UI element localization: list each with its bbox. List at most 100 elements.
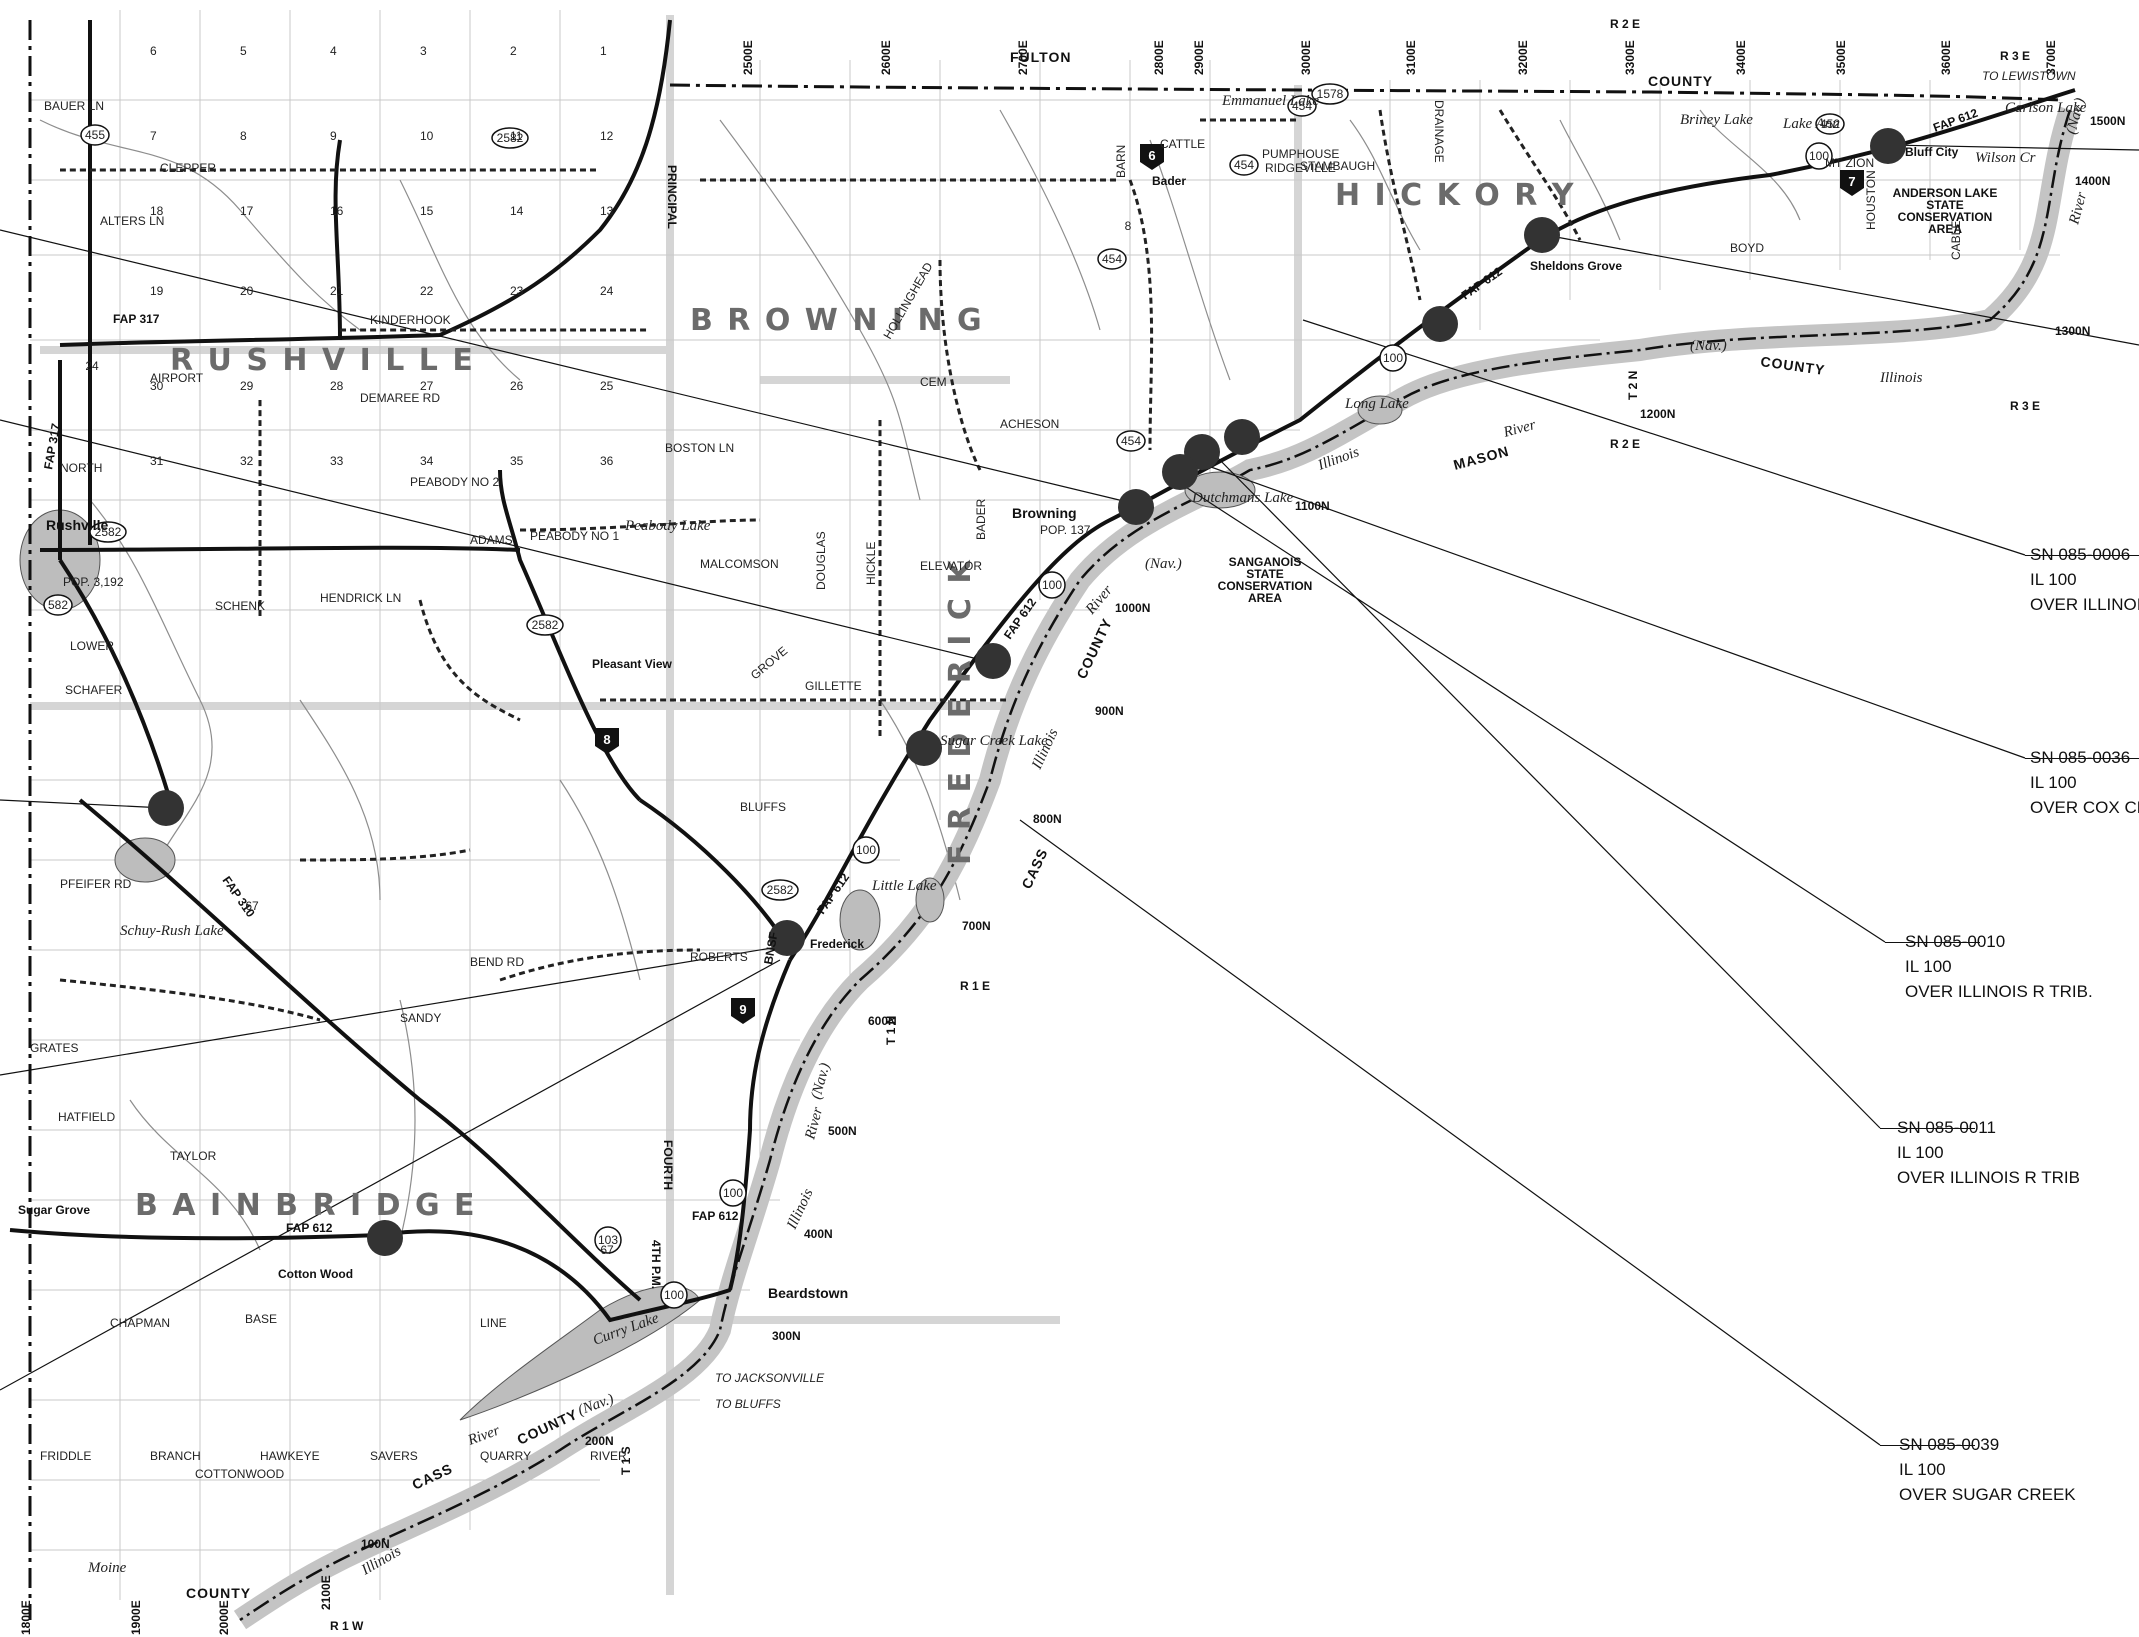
section-number: 16 bbox=[330, 204, 344, 218]
section-number: 24 bbox=[600, 284, 614, 298]
bridge-id: SN 085-0036 bbox=[2030, 748, 2131, 767]
road-label: SCHAFER bbox=[65, 683, 123, 697]
road-label: TAYLOR bbox=[170, 1149, 217, 1163]
road-label: SCHENK bbox=[215, 599, 265, 613]
north-grid-label: 1100N bbox=[1295, 499, 1330, 513]
callout-tail bbox=[1880, 1128, 1975, 1129]
section-number: 29 bbox=[240, 379, 254, 393]
bridge-callout[interactable]: SN 085-0011 IL 100 OVER ILLINOIS R TRIB bbox=[1897, 1115, 2080, 1190]
shield-number: 582 bbox=[48, 598, 68, 612]
east-grid-label: 2800E bbox=[1152, 40, 1166, 75]
road-label: ACHESON bbox=[1000, 417, 1059, 431]
north-grid-label: 300N bbox=[772, 1329, 801, 1343]
town-pleasant-view: Pleasant View bbox=[592, 657, 672, 671]
road-label: ELEVATOR bbox=[920, 559, 982, 573]
section-number: 21 bbox=[330, 284, 344, 298]
bridge-marker[interactable] bbox=[1870, 128, 1906, 164]
road-label: CHAPMAN bbox=[110, 1316, 170, 1330]
shield-number: 67 bbox=[245, 899, 259, 913]
route-label-fap317: FAP 317 bbox=[113, 312, 160, 326]
svg-text:8: 8 bbox=[603, 732, 610, 747]
road-label: HATFIELD bbox=[58, 1110, 115, 1124]
bridge-marker[interactable] bbox=[1524, 217, 1560, 253]
lake-briney: Briney Lake bbox=[1680, 112, 1753, 128]
road-label: DOUGLAS bbox=[814, 531, 828, 590]
route-shield-100 bbox=[1805, 142, 1833, 170]
north-grid-label: 1500N bbox=[2090, 114, 2125, 128]
township-boundaries bbox=[30, 15, 1302, 1595]
route-shield-100 bbox=[852, 836, 880, 864]
shield-number: 100 bbox=[1383, 351, 1403, 365]
road-label: COTTONWOOD bbox=[195, 1467, 284, 1481]
range-label: R 2 E bbox=[1610, 437, 1640, 451]
north-grid-label: 700N bbox=[962, 919, 991, 933]
east-grid-label: 3400E bbox=[1734, 40, 1748, 75]
route-shield-103 bbox=[594, 1226, 622, 1254]
route-shield-582 bbox=[43, 594, 73, 616]
section-number: 26 bbox=[510, 379, 524, 393]
bridge-callout[interactable]: SN 085-0006 IL 100 OVER ILLINOIS R bbox=[2030, 542, 2139, 617]
section-number: 13 bbox=[600, 204, 614, 218]
section-number: 12 bbox=[600, 129, 614, 143]
town-browning: Browning bbox=[1012, 505, 1077, 521]
bridge-route: IL 100 bbox=[1905, 957, 1952, 976]
section-number: 36 bbox=[600, 454, 614, 468]
east-grid-label: 3600E bbox=[1939, 40, 1953, 75]
road-label: FRIDDLE bbox=[40, 1449, 91, 1463]
route-shield-100 bbox=[1038, 571, 1066, 599]
bridge-desc: OVER ILLINOIS R TRIB. bbox=[1905, 982, 2093, 1001]
shield-number: 455 bbox=[85, 128, 105, 142]
road-label: HAWKEYE bbox=[260, 1449, 320, 1463]
bridge-callout[interactable]: SN 085-0036 IL 100 OVER COX CR bbox=[2030, 745, 2139, 820]
bridge-marker[interactable] bbox=[975, 643, 1011, 679]
section-number: 9 bbox=[330, 129, 337, 143]
bridge-marker[interactable] bbox=[769, 920, 805, 956]
line-label: LINE bbox=[480, 1316, 507, 1330]
sanganois-conservation-area: SANGANOIS STATE CONSERVATION AREA bbox=[1218, 555, 1313, 605]
section-number: 25 bbox=[600, 379, 614, 393]
town-bader: Bader bbox=[1152, 174, 1186, 188]
section-number: 15 bbox=[420, 204, 434, 218]
bridge-marker[interactable] bbox=[906, 730, 942, 766]
bridge-id: SN 085-0039 bbox=[1899, 1435, 2000, 1454]
bridge-callout[interactable]: SN 085-0039 IL 100 OVER SUGAR CREEK bbox=[1899, 1432, 2076, 1507]
section-number: 5 bbox=[240, 44, 247, 58]
lake-peabody: Peabody Lake bbox=[624, 518, 711, 534]
north-grid-label: 800N bbox=[1033, 812, 1062, 826]
road-label: BADER bbox=[974, 498, 988, 540]
bridge-marker[interactable] bbox=[148, 790, 184, 826]
bridge-route: IL 100 bbox=[1897, 1143, 1944, 1162]
shield-number: 2582 bbox=[532, 618, 559, 632]
secondary-roads bbox=[59, 109, 1582, 1022]
county-fulton: FULTON bbox=[1010, 49, 1071, 65]
section-number: 20 bbox=[240, 284, 254, 298]
north-grid-label: 1300N bbox=[2055, 324, 2090, 338]
shield-number: 452 bbox=[1820, 117, 1840, 131]
svg-text:7: 7 bbox=[1848, 174, 1855, 189]
town-cotton-wood: Cotton Wood bbox=[278, 1267, 353, 1281]
route-shield-454 bbox=[1097, 248, 1127, 270]
road-label: HOUSTON bbox=[1864, 170, 1878, 230]
district-markers bbox=[595, 144, 1864, 1024]
bridge-callout[interactable]: SN 085-0010 IL 100 OVER ILLINOIS R TRIB. bbox=[1905, 929, 2093, 1004]
bridge-marker[interactable] bbox=[1422, 306, 1458, 342]
bridge-marker[interactable] bbox=[1118, 489, 1154, 525]
bridge-marker[interactable] bbox=[367, 1220, 403, 1256]
section-number: 8 bbox=[240, 129, 247, 143]
road-label: PEABODY NO 2 bbox=[410, 475, 499, 489]
road-label: HENDRICK LN bbox=[320, 591, 401, 605]
east-grid-label: 2500E bbox=[741, 40, 755, 75]
section-number: 28 bbox=[330, 379, 344, 393]
lake-schuy-rush: Schuy-Rush Lake bbox=[120, 923, 224, 939]
shield-number: 67 bbox=[600, 1243, 614, 1257]
bridge-marker[interactable] bbox=[1162, 454, 1198, 490]
bridge-marker[interactable] bbox=[1224, 419, 1260, 455]
road-label: CEM bbox=[920, 375, 947, 389]
road-label: RIVER bbox=[590, 1449, 627, 1463]
shield-number: 24 bbox=[85, 359, 99, 373]
east-grid-label: 2700E bbox=[1016, 40, 1030, 75]
directional-labels: TO LEWISTOWN TO JACKSONVILLE TO BLUFFS bbox=[715, 69, 2076, 1411]
section-number: 19 bbox=[150, 284, 164, 298]
route-label-fap612: FAP 612 bbox=[286, 1221, 333, 1235]
